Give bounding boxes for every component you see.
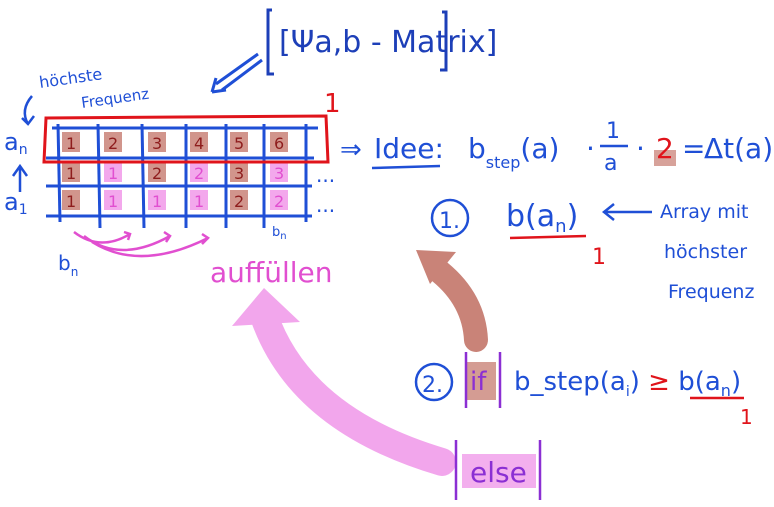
title-arrow [210,52,263,94]
top-row-box [42,114,330,164]
svg-text:1: 1 [606,119,620,144]
matrix-cell-bg [62,190,80,210]
svg-text:2: 2 [656,132,674,165]
matrix-title-group: [Ψa,b - Matrix] [266,8,497,76]
highest-frequency-line1: höchste [38,64,103,92]
matrix-cell-bg [104,190,122,210]
svg-text:Δt(a): Δt(a) [704,132,773,165]
matrix-cell-value: 1 [66,134,76,153]
matrix-cell-bg [230,162,248,182]
array-note: Array mit höchster Frequenz [660,201,754,303]
matrix-cell-bg [148,190,166,210]
step-2-cond: b_step(ai) ≥ b(an) [514,367,741,400]
dots-row3: ... [316,193,335,217]
matrix-cell-bg [62,162,80,182]
svg-text:·: · [636,132,645,165]
idea-arrow: ⇒ [340,135,362,165]
array-note-line2: höchster [664,241,747,263]
step-1-marker: 1 [592,245,606,270]
matrix-cell-bg [148,162,166,182]
array-note-line1: Array mit [660,201,748,223]
matrix-cell-value: 6 [274,134,284,153]
svg-text:a: a [604,151,617,176]
matrix-cell-bg [148,132,166,152]
highest-frequency-note: höchste Frequenz [21,64,150,126]
matrix-cell-value: 1 [66,164,76,183]
matrix-cell-value: 2 [274,192,284,211]
svg-text:·: · [586,132,595,165]
matrix-cell-value: 3 [274,164,284,183]
if-arrow [416,250,488,352]
matrix-cell-value: 2 [108,134,118,153]
matrix-cell-bg [190,190,208,210]
svg-text:=: = [682,132,705,165]
label-a-n: an [4,128,28,158]
step-1: 1. b(an) 1 [430,198,652,270]
matrix-cells: 1 2 3 4 5 6 1 1 2 2 3 3 1 1 1 1 2 2 [62,132,288,211]
matrix-cell-bg [190,162,208,182]
label-a-1: a1 [4,188,28,218]
matrix-title: [Ψa,b - Matrix] [279,25,497,60]
matrix-cell-value: 2 [194,164,204,183]
idea-line: ⇒ Idee: bstep(a) · 1 a · 2 = Δt(a) [340,119,773,176]
step-1-number: 1. [439,209,460,234]
step-1-expr: b(an) [506,199,578,237]
step-2-number: 2. [422,373,443,398]
matrix-cell-value: 3 [152,134,162,153]
up-arrow-icon [11,163,29,192]
matrix-cell-bg [104,162,122,182]
matrix-cell-value: 1 [66,192,76,211]
matrix-cell-value: 4 [194,134,204,153]
label-b-n-corner: bn [272,225,287,242]
matrix-cell-bg [230,190,248,210]
box-marker-1: 1 [324,89,341,119]
highest-frequency-line2: Frequenz [80,85,150,112]
matrix-cell-bg [270,190,288,210]
else-arrow [232,288,456,476]
fill-arrows [73,230,210,258]
matrix-cell-bg [270,132,288,152]
matrix-cell-value: 2 [234,192,244,211]
fill-label: auffüllen [210,256,332,289]
matrix-cell-value: 1 [108,164,118,183]
idea-word: Idee: [374,132,444,165]
matrix-cell-bg [270,162,288,182]
matrix-cell-value: 3 [234,164,244,183]
label-b-n-bottom: bn [58,251,78,279]
matrix-cell-bg [104,132,122,152]
matrix-cell-value: 1 [194,192,204,211]
matrix-cell-value: 2 [152,164,162,183]
if-keyword: if [470,367,487,397]
else-block: else [454,440,542,500]
matrix-cell-value: 1 [152,192,162,211]
array-note-line3: Frequenz [668,281,754,303]
else-keyword: else [470,456,527,489]
b-step-a: bstep(a) [468,132,559,172]
dots-row2: ... [316,163,335,187]
matrix-cell-bg [62,132,80,152]
matrix-cell-value: 5 [234,134,244,153]
matrix-cell-value: 1 [108,192,118,211]
matrix-cell-bg [190,132,208,152]
step-2-marker: 1 [740,405,753,429]
matrix-cell-bg [230,132,248,152]
matrix-grid [46,123,318,229]
step-2: 2. if b_step(ai) ≥ b(an) 1 [414,352,753,429]
